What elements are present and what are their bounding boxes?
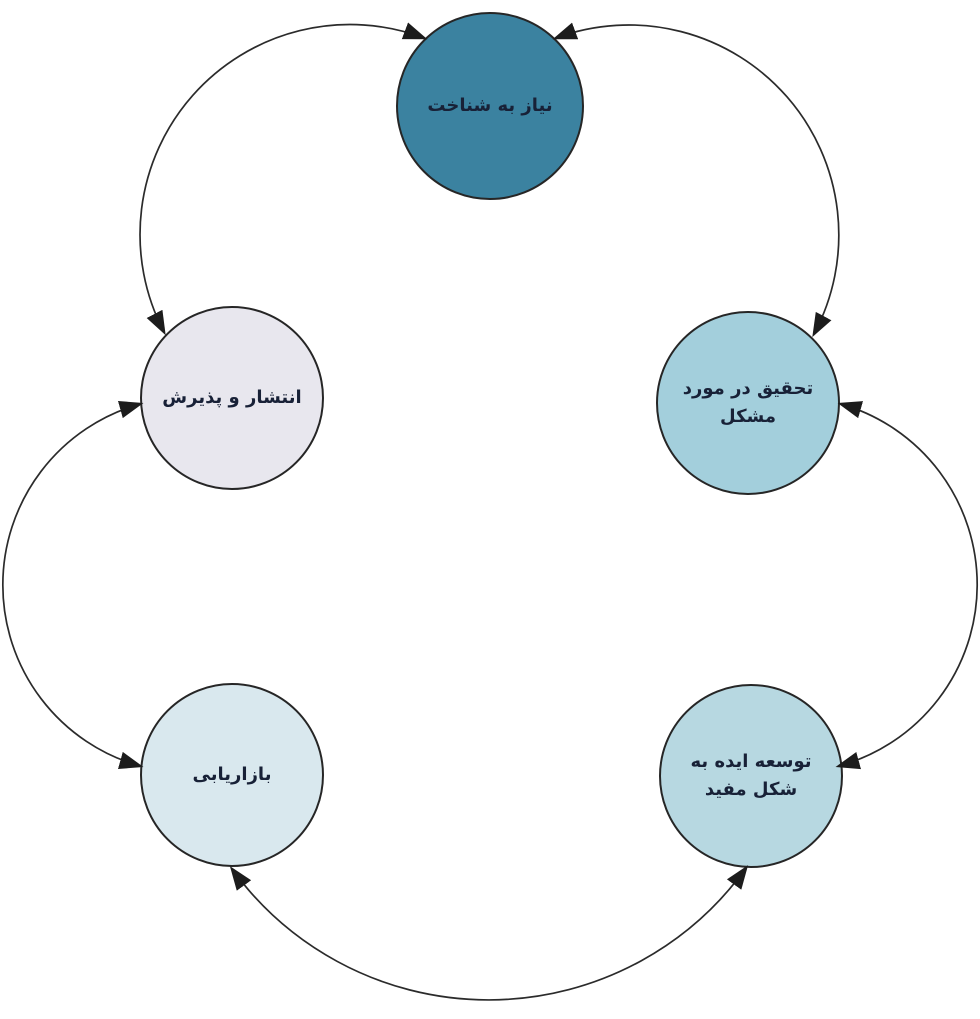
node-label: نیاز به شناخت	[427, 95, 553, 117]
node-idea-development: توسعه ایده به شکل مفید	[659, 684, 843, 868]
edge-research-develop	[835, 401, 978, 770]
node-label: توسعه ایده به شکل مفید	[690, 751, 812, 800]
edge-develop-marketing	[229, 865, 749, 1001]
edge-diffusion-need	[139, 22, 428, 336]
node-label: تحقیق در مورد مشکل	[682, 378, 814, 427]
node-label: انتشار و پذیرش	[162, 387, 302, 409]
node-problem-research: تحقیق در مورد مشکل	[656, 311, 840, 495]
edge-need-research	[552, 22, 840, 338]
edge-marketing-diffusion	[2, 400, 144, 770]
node-label: بازاریابی	[192, 764, 272, 786]
node-marketing: بازاریابی	[140, 683, 324, 867]
node-need-recognition: نیاز به شناخت	[396, 12, 584, 200]
node-diffusion-adoption: انتشار و پذیرش	[140, 306, 324, 490]
